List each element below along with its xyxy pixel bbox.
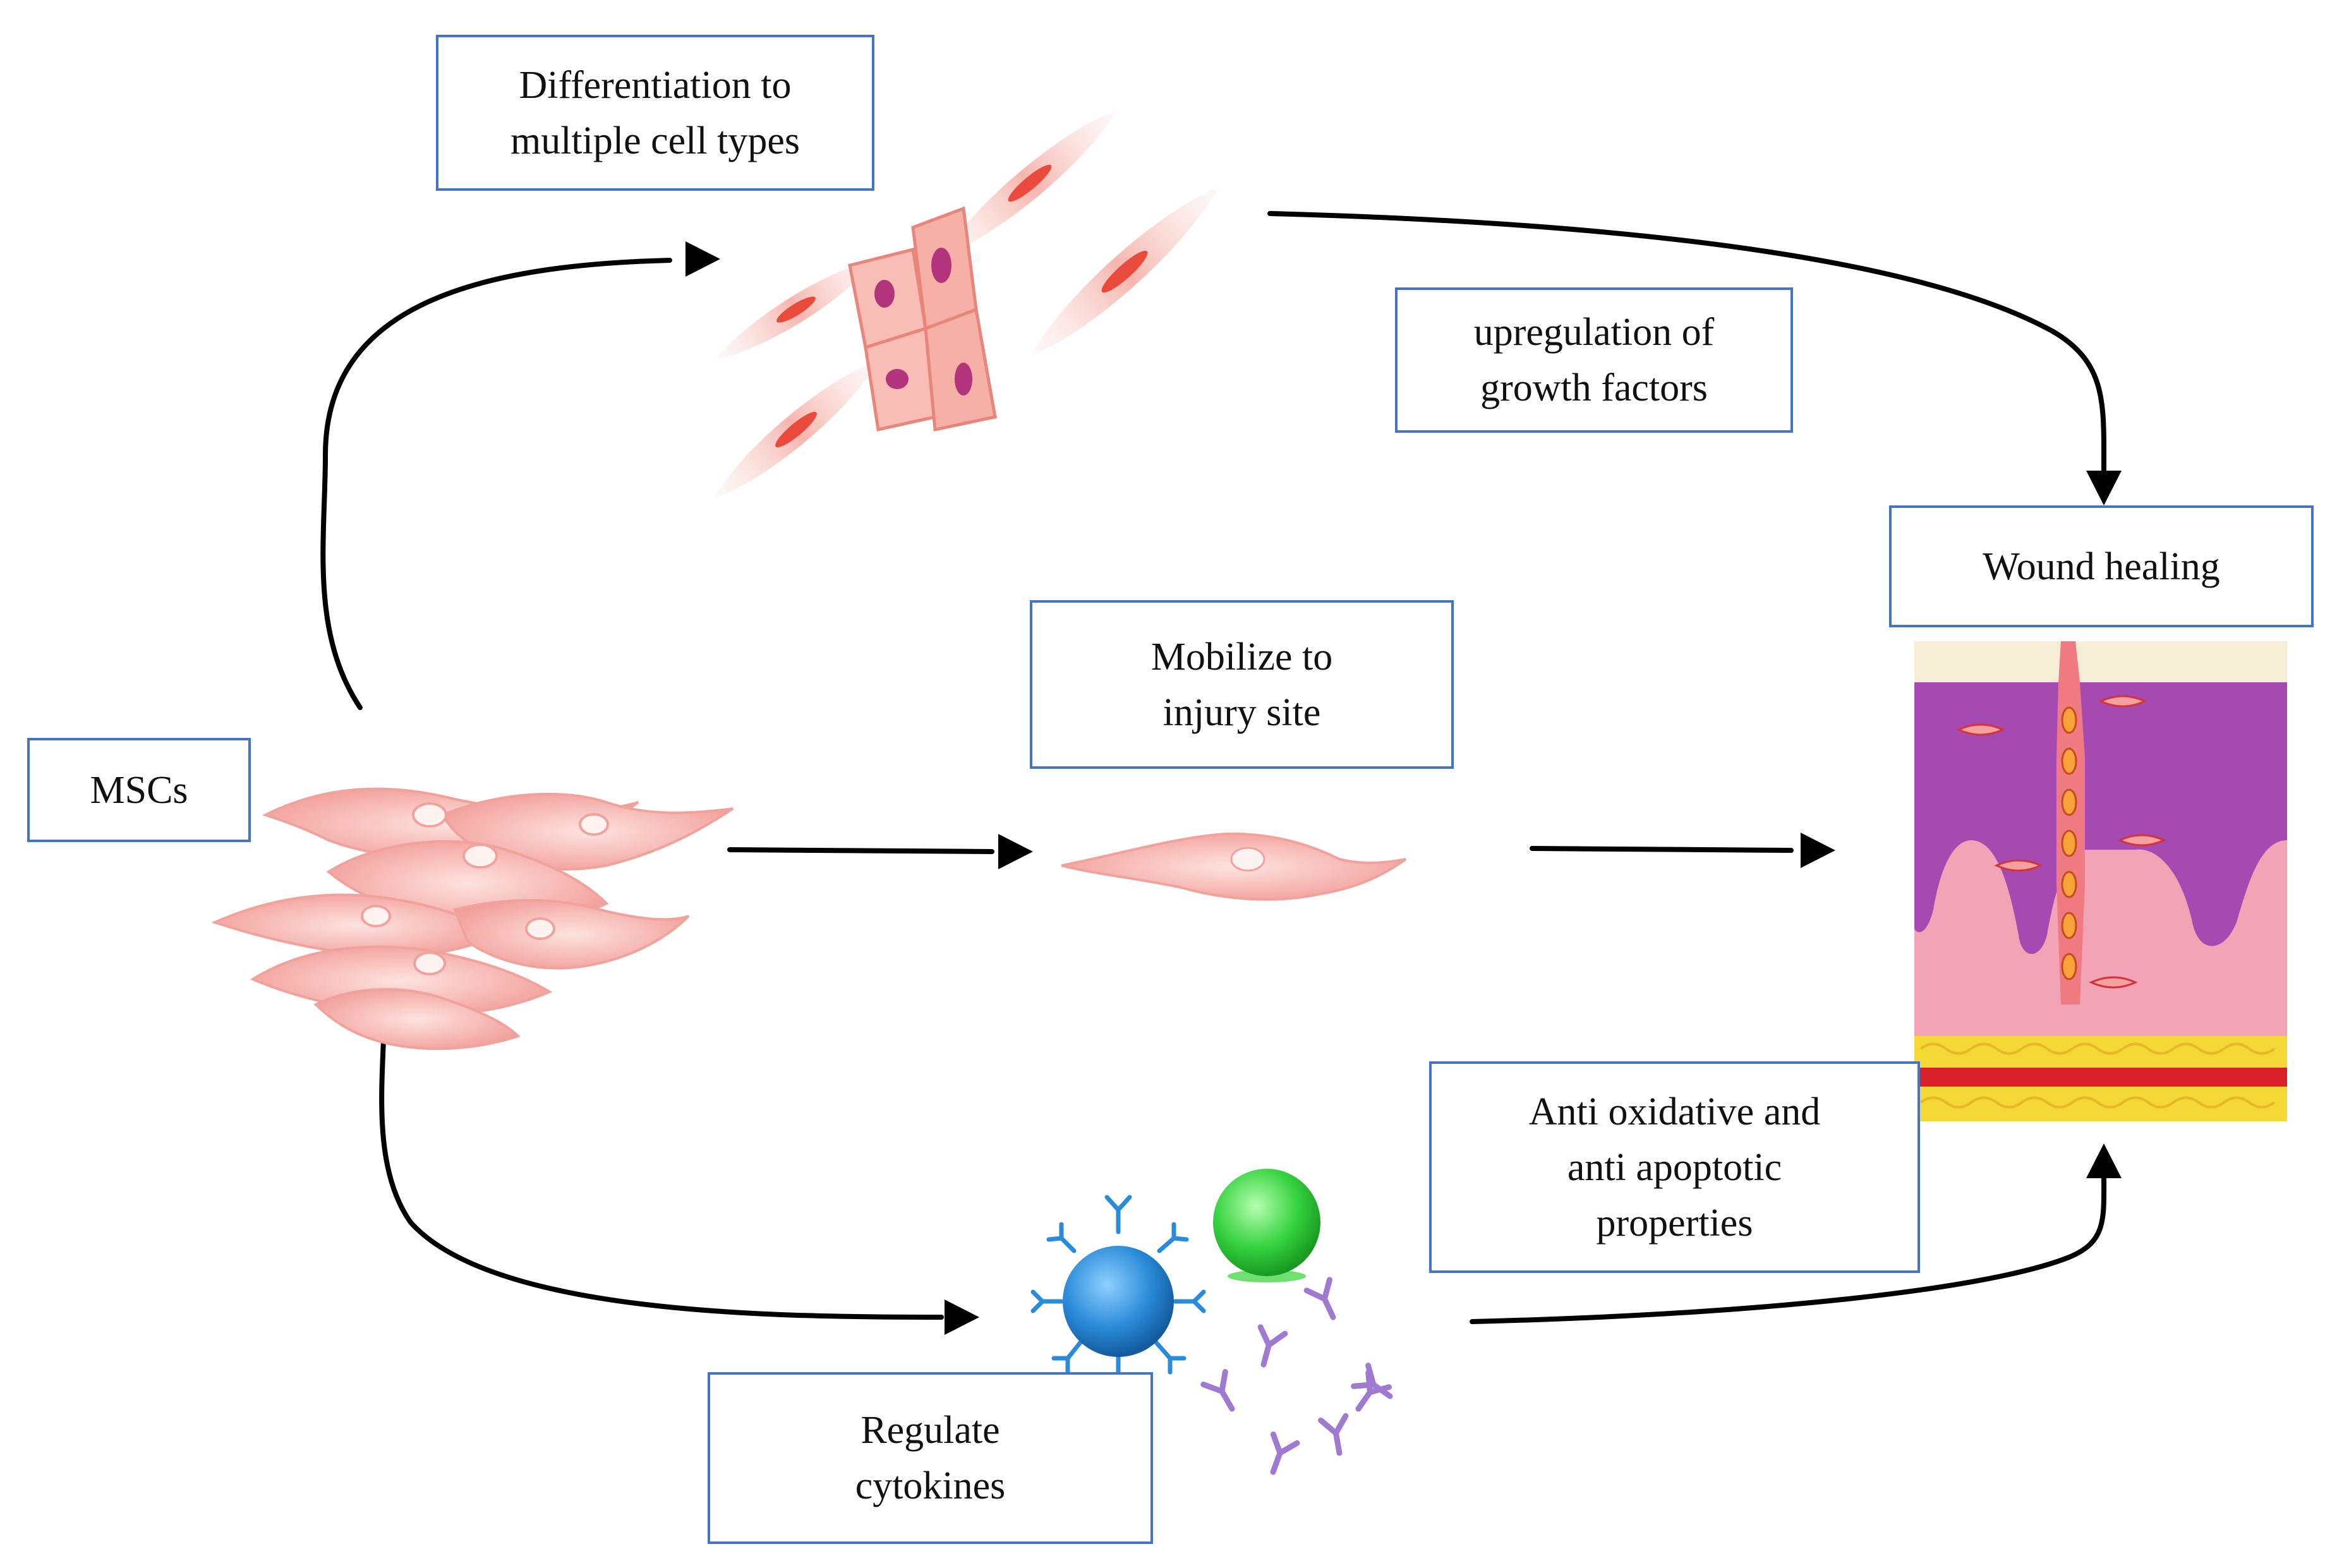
wound-healing-box: Wound healing bbox=[1889, 505, 2314, 627]
arrow-mscs-to-differentiation bbox=[320, 258, 672, 710]
anti-oxidative-box: Anti oxidative and anti apoptotic proper… bbox=[1429, 1061, 1920, 1273]
mobilize-box: Mobilize to injury site bbox=[1030, 600, 1454, 769]
spindle-cell bbox=[713, 360, 879, 499]
spindle-cell bbox=[1030, 187, 1219, 356]
anti-oxidative-line-2: anti apoptotic bbox=[1567, 1145, 1782, 1189]
msc-cell bbox=[313, 988, 521, 1050]
arrowhead-cytokines bbox=[945, 1300, 979, 1335]
mscs-box: MSCs bbox=[27, 738, 251, 842]
msc-cell-cluster-illustration bbox=[211, 787, 734, 1050]
differentiated-cells-illustration bbox=[713, 110, 1219, 499]
msc-cell bbox=[453, 899, 690, 970]
arrowhead-wound-bottom bbox=[2086, 1143, 2122, 1178]
arrow-mscs-to-mobilize bbox=[727, 847, 994, 854]
spindle-cell bbox=[943, 110, 1117, 256]
differentiation-box: Differentiation to multiple cell types bbox=[436, 35, 874, 191]
blue-immune-cell bbox=[1063, 1246, 1174, 1357]
anti-oxidative-line-1: Anti oxidative and bbox=[1528, 1090, 1821, 1133]
spindle-cell bbox=[715, 259, 877, 360]
upregulation-box: upregulation of growth factors bbox=[1395, 287, 1793, 433]
arrow-mscs-to-cytokines bbox=[379, 1021, 944, 1320]
mscs-label: MSCs bbox=[90, 768, 188, 812]
immune-cells-illustration bbox=[1030, 1169, 1398, 1476]
differentiation-line-2: multiple cell types bbox=[510, 119, 800, 162]
epithelial-cell-cluster bbox=[848, 206, 997, 432]
arrowheads bbox=[685, 241, 2122, 1335]
arrowhead-wound-top bbox=[2086, 471, 2122, 505]
skin-wound-illustration bbox=[1914, 641, 2287, 1121]
upregulation-line-2: growth factors bbox=[1480, 366, 1708, 409]
migrating-msc-illustration bbox=[1061, 832, 1407, 901]
wound-channel bbox=[2056, 641, 2085, 1004]
arrowhead-differentiation bbox=[685, 241, 720, 277]
regulate-line-1: Regulate bbox=[861, 1409, 1000, 1452]
arrows bbox=[320, 211, 2107, 1324]
green-immune-cell bbox=[1213, 1169, 1320, 1276]
mobilize-line-1: Mobilize to bbox=[1150, 635, 1333, 678]
cytokine-antibodies bbox=[1204, 1280, 1398, 1476]
regulate-cytokines-box: Regulate cytokines bbox=[708, 1372, 1153, 1544]
regulate-line-2: cytokines bbox=[855, 1464, 1006, 1507]
arrow-differentiation-to-wound-healing bbox=[1267, 211, 2107, 473]
wound-healing-label: Wound healing bbox=[1983, 545, 2220, 588]
mobilize-line-2: injury site bbox=[1162, 691, 1321, 734]
arrow-cytokines-to-wound bbox=[1470, 1169, 2107, 1324]
differentiation-line-1: Differentiation to bbox=[519, 63, 792, 107]
anti-oxidative-line-3: properties bbox=[1596, 1201, 1753, 1245]
arrow-mobilize-to-wound bbox=[1530, 846, 1794, 853]
upregulation-line-1: upregulation of bbox=[1473, 311, 1715, 354]
arrowhead-mobilize bbox=[998, 834, 1033, 869]
arrowhead-wound-middle bbox=[1801, 833, 1835, 868]
